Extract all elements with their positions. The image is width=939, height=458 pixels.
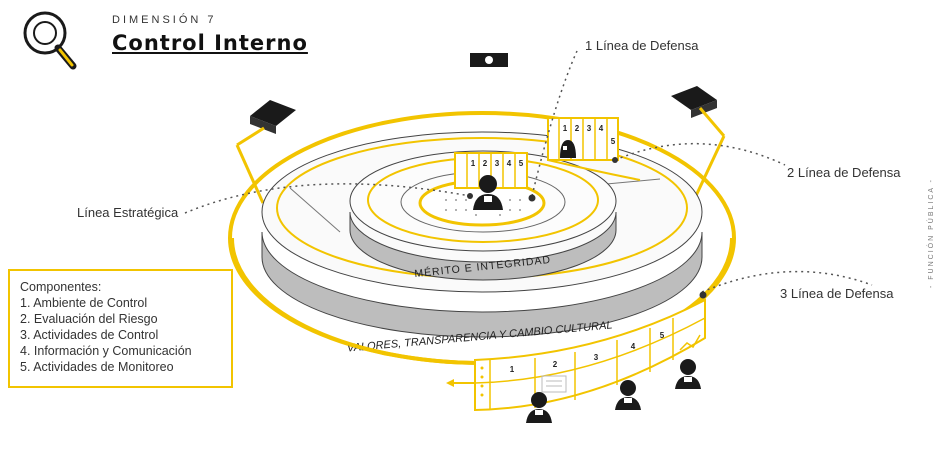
panel-num: 4 [631, 342, 636, 351]
panel-num: 5 [519, 159, 524, 168]
label-linea-3: 3 Línea de Defensa [780, 286, 894, 301]
outer-disk-side [261, 231, 703, 338]
camera-right-icon [671, 86, 717, 118]
component-item: 5. Actividades de Monitoreo [20, 360, 174, 374]
center-panel: 1 2 3 4 5 [454, 152, 528, 189]
panel-num: 3 [495, 159, 500, 168]
camera-top-icon [470, 53, 508, 67]
camera-left-icon [250, 100, 296, 134]
panel-num: 3 [587, 124, 592, 133]
panel-num: 5 [660, 331, 665, 340]
arrow-left-icon [446, 379, 475, 387]
dimension-subtitle: DIMENSIÓN 7 [112, 14, 217, 26]
person-upper-right-icon [560, 140, 576, 158]
panel-num: 1 [563, 124, 568, 133]
side-watermark: - FUNCIÓN PÚBLICA - [928, 178, 935, 288]
panel-num: 3 [594, 353, 599, 362]
person-bottom-3-icon [675, 359, 701, 389]
inner-disk-side [349, 211, 617, 281]
leader-linea-1 [531, 50, 578, 197]
panel-num: 4 [599, 124, 604, 133]
panel-num: 1 [471, 159, 476, 168]
label-linea-1: 1 Línea de Defensa [585, 38, 699, 53]
components-box: Componentes: 1. Ambiente de Control 2. E… [8, 269, 233, 388]
panel-num: 1 [510, 365, 515, 374]
upper-right-panel: 1 2 3 4 5 [547, 117, 641, 181]
panel-num: 2 [575, 124, 580, 133]
panel-num: 2 [553, 360, 558, 369]
person-center-icon [473, 175, 503, 210]
panel-num: 2 [483, 159, 488, 168]
leader-linea-estrategica [184, 183, 471, 214]
person-bottom-1-icon [526, 392, 552, 423]
label-linea-2: 2 Línea de Defensa [787, 165, 901, 180]
component-item: 2. Evaluación del Riesgo [20, 312, 158, 326]
magnifier-icon [23, 11, 77, 70]
panel-num: 5 [611, 137, 616, 146]
components-heading: Componentes: [20, 280, 102, 294]
page-title: Control Interno [112, 31, 308, 55]
component-item: 1. Ambiente de Control [20, 296, 148, 310]
component-item: 4. Información y Comunicación [20, 344, 192, 358]
person-bottom-2-icon [615, 380, 641, 410]
component-item: 3. Actividades de Control [20, 328, 159, 342]
label-linea-estrategica: Línea Estratégica [77, 205, 179, 220]
panel-num: 4 [507, 159, 512, 168]
